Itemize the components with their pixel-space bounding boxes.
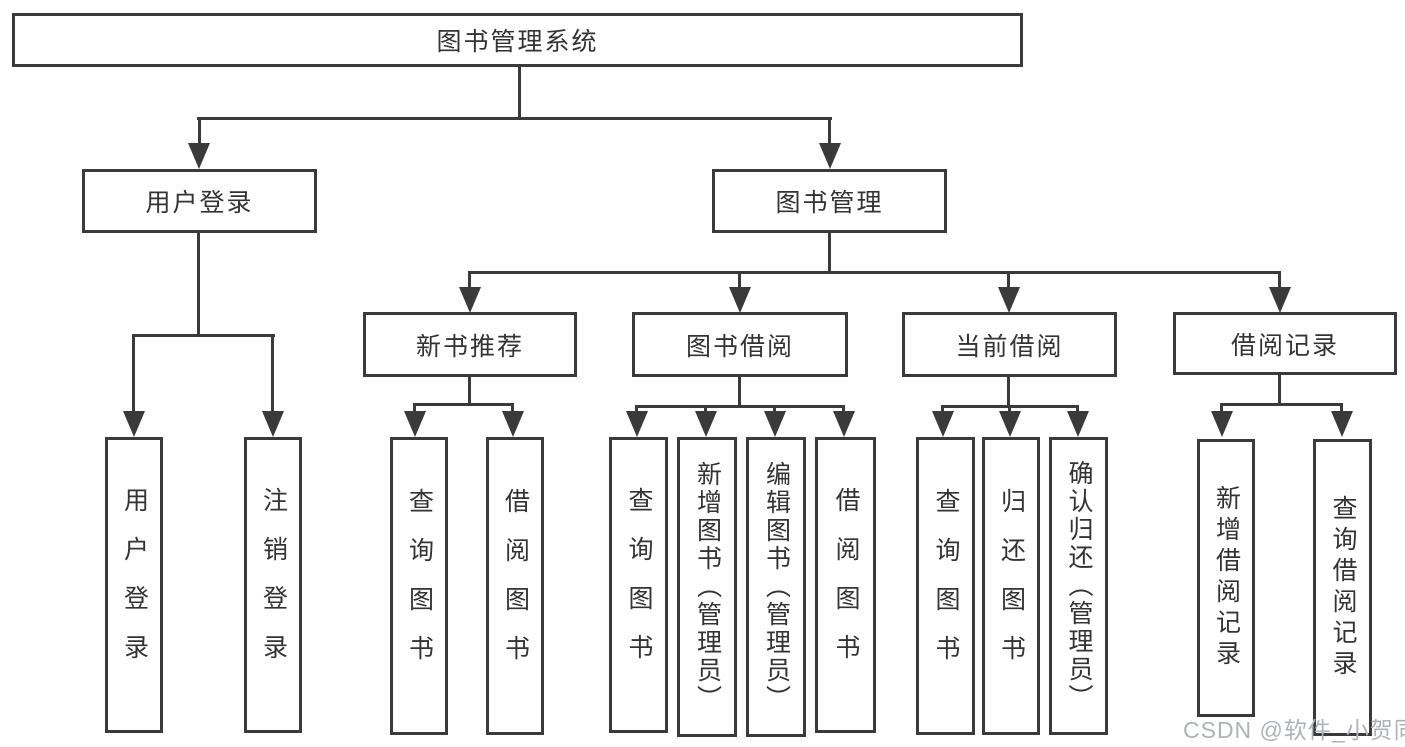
leaf-logout: 注销登录 (244, 437, 302, 733)
connector-line (941, 405, 1079, 408)
leaf-user-login: 用户登录 (105, 437, 163, 733)
node-user-login-label: 用户登录 (145, 189, 254, 217)
connector-line (132, 336, 135, 413)
arrow-down-icon (695, 411, 717, 437)
arrow-down-icon (502, 411, 524, 437)
leaf-confirm-return-admin: 确认归还（管理员） (1049, 437, 1108, 735)
connector-line (738, 377, 741, 407)
arrow-down-icon (404, 411, 426, 437)
connector-line (132, 334, 275, 337)
leaf-borrow-books-1-label: 借阅图书 (501, 488, 530, 684)
leaf-logout-label: 注销登录 (259, 487, 288, 683)
leaf-return-books-label: 归还图书 (997, 488, 1026, 684)
node-book-management: 图书管理 (712, 169, 947, 233)
leaf-user-login-label: 用户登录 (120, 487, 149, 683)
connector-line (1076, 407, 1079, 413)
node-book-borrow: 图书借阅 (632, 312, 848, 377)
leaf-query-books-1-label: 查询图书 (405, 488, 434, 684)
node-root-label: 图书管理系统 (436, 28, 599, 56)
node-book-management-label: 图书管理 (775, 189, 884, 217)
connector-line (635, 405, 845, 408)
arrow-down-icon (1331, 411, 1353, 437)
leaf-query-books-1: 查询图书 (390, 437, 448, 735)
leaf-add-book-admin: 新增图书（管理员） (677, 437, 737, 737)
arrow-down-icon (123, 411, 145, 437)
connector-line (1340, 405, 1343, 413)
leaf-borrow-books-1: 借阅图书 (486, 437, 544, 735)
connector-line (738, 273, 741, 289)
leaf-query-books-2-label: 查询图书 (625, 487, 653, 683)
connector-line (197, 233, 200, 336)
connector-line (511, 405, 514, 413)
connector-line (468, 271, 1281, 274)
node-borrow-records: 借阅记录 (1173, 312, 1397, 375)
arrow-down-icon (262, 411, 284, 437)
leaf-borrow-books-2: 借阅图书 (815, 437, 876, 733)
leaf-query-books-3: 查询图书 (916, 437, 975, 735)
leaf-add-borrow-record-label: 新增借阅记录 (1212, 485, 1241, 671)
leaf-query-borrow-record: 查询借阅记录 (1313, 439, 1372, 736)
arrow-down-icon (1067, 411, 1089, 437)
connector-line (197, 117, 832, 120)
leaf-borrow-books-2-label: 借阅图书 (832, 487, 860, 683)
arrow-down-icon (999, 411, 1021, 437)
connector-line (468, 377, 471, 405)
connector-line (518, 67, 521, 119)
leaf-query-borrow-record-label: 查询借阅记录 (1329, 494, 1357, 681)
connector-line (1220, 403, 1343, 406)
node-borrow-records-label: 借阅记录 (1230, 331, 1339, 360)
node-current-borrow-label: 当前借阅 (955, 332, 1064, 361)
arrow-down-icon (1269, 287, 1291, 313)
node-new-book-recommend: 新书推荐 (363, 312, 577, 377)
connector-line (1008, 407, 1011, 413)
arrow-down-icon (932, 411, 954, 437)
connector-line (1220, 405, 1223, 413)
leaf-edit-book-admin: 编辑图书（管理员） (746, 437, 806, 737)
connector-line (1278, 375, 1281, 405)
connector-line (271, 336, 274, 413)
leaf-add-borrow-record: 新增借阅记录 (1197, 439, 1255, 717)
leaf-edit-book-admin-label: 编辑图书（管理员） (762, 461, 791, 713)
connector-line (828, 119, 831, 145)
connector-line (635, 407, 638, 413)
leaf-query-books-2: 查询图书 (609, 437, 668, 733)
connector-line (198, 119, 201, 145)
connector-line (941, 407, 944, 413)
connector-line (1278, 273, 1281, 289)
leaf-confirm-return-admin-label: 确认归还（管理员） (1065, 460, 1093, 712)
arrow-down-icon (188, 143, 210, 169)
connector-line (773, 407, 776, 413)
connector-line (413, 405, 416, 413)
connector-line (468, 273, 471, 289)
leaf-return-books: 归还图书 (982, 437, 1040, 735)
arrow-down-icon (1211, 411, 1233, 437)
watermark: CSDN @软件_小贺同学 (1183, 717, 1405, 743)
connector-line (1007, 273, 1010, 289)
arrow-down-icon (764, 411, 786, 437)
connector-line (1007, 377, 1010, 407)
node-new-book-recommend-label: 新书推荐 (415, 332, 524, 361)
node-book-borrow-label: 图书借阅 (685, 332, 794, 361)
connector-line (704, 407, 707, 413)
connector-line (413, 403, 514, 406)
connector-line (842, 407, 845, 413)
leaf-query-books-3-label: 查询图书 (932, 488, 960, 684)
arrow-down-icon (459, 287, 481, 313)
node-current-borrow: 当前借阅 (902, 312, 1117, 377)
arrow-down-icon (819, 143, 841, 169)
arrow-down-icon (626, 411, 648, 437)
arrow-down-icon (998, 287, 1020, 313)
arrow-down-icon (729, 287, 751, 313)
arrow-down-icon (833, 411, 855, 437)
node-root: 图书管理系统 (12, 13, 1023, 67)
leaf-add-book-admin-label: 新增图书（管理员） (693, 461, 722, 713)
node-user-login: 用户登录 (82, 169, 317, 233)
connector-line (828, 233, 831, 273)
